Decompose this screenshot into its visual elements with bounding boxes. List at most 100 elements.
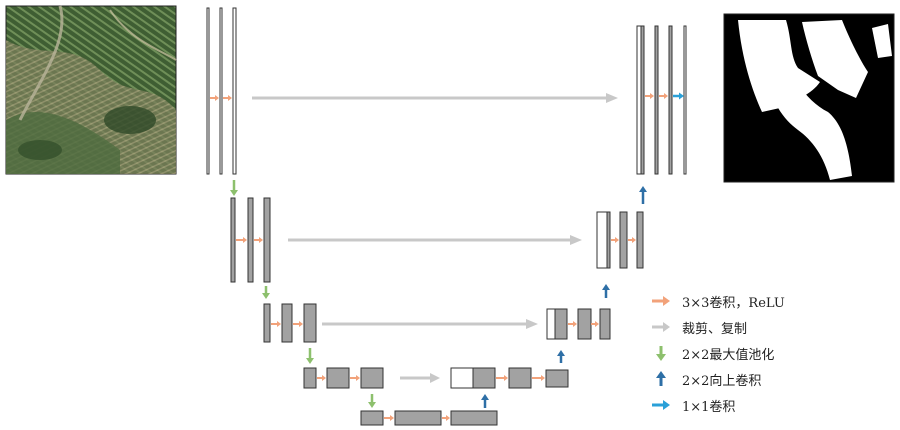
right-arrow-icon xyxy=(652,400,670,410)
enc3-conv-arrow-1-head xyxy=(277,321,281,327)
pool-arrow-1-head xyxy=(230,190,238,196)
enc1-conv-arrow-1 xyxy=(210,95,219,101)
enc4-conv-arrow-2 xyxy=(350,375,360,381)
up-arrow-1 xyxy=(639,186,647,204)
dec2-block-3 xyxy=(636,211,644,269)
legend-label: 2×2向上卷积 xyxy=(682,373,762,389)
up-arrow-1-head xyxy=(639,186,647,192)
dec3-conv-arrow-2-head xyxy=(595,321,599,327)
enc4-conv-arrow-2-head xyxy=(356,375,360,381)
bottleneck-conv-arrow-1-head xyxy=(390,415,394,421)
dec1-conv-arrow-1 xyxy=(645,93,654,99)
dec4-block-1b xyxy=(472,367,496,389)
copy-arrow-level4-head xyxy=(430,373,440,383)
pool-arrow-2-head xyxy=(262,293,270,299)
dec1-conv-arrow-1-head xyxy=(650,93,654,99)
final-conv-arrow xyxy=(673,92,684,100)
bottleneck-conv-arrow-2 xyxy=(442,415,450,421)
copy-arrow-level3 xyxy=(322,319,538,329)
dec2-block-1b xyxy=(606,211,611,269)
dec2-block-2 xyxy=(619,211,628,269)
enc4-block-1 xyxy=(303,367,317,389)
dec3-conv-arrow-1-head xyxy=(573,321,577,327)
legend-label: 2×2最大值池化 xyxy=(682,347,775,363)
output-mask xyxy=(723,13,895,183)
enc4-block-3 xyxy=(360,367,384,389)
enc3-conv-arrow-1 xyxy=(271,321,281,327)
input-image xyxy=(5,5,177,175)
enc3-block-1 xyxy=(263,303,271,343)
dec1-block-2 xyxy=(654,25,659,175)
pool-arrow-1 xyxy=(230,180,238,196)
bottleneck-block-2 xyxy=(394,410,442,426)
dec3-conv-arrow-2 xyxy=(591,321,599,327)
dec4-conv-arrow-1-head xyxy=(504,375,508,381)
enc3-block-3 xyxy=(303,303,317,343)
legend-item-up: 2×2向上卷积 xyxy=(650,370,762,389)
pool-arrow-4 xyxy=(368,394,376,408)
legend-item-pool: 2×2最大值池化 xyxy=(650,344,775,363)
copy-arrow-level1-head xyxy=(606,93,618,103)
dec3-conv-arrow-1 xyxy=(568,321,577,327)
dec2-conv-arrow-2-head xyxy=(632,237,636,243)
enc1-conv-arrow-1-head xyxy=(215,95,219,101)
dec1-block-1a xyxy=(636,25,642,175)
copy-arrow-level1 xyxy=(252,93,618,103)
dec1-conv-arrow-2-head xyxy=(664,93,668,99)
enc2-conv-arrow-2 xyxy=(254,237,263,243)
copy-arrow-level2-head xyxy=(570,235,582,245)
pool-arrow-3 xyxy=(306,348,314,364)
dec1-block-1b xyxy=(640,25,645,175)
bottleneck-conv-arrow-2-head xyxy=(446,415,450,421)
enc3-conv-arrow-2-head xyxy=(299,321,303,327)
pool-arrow-2 xyxy=(262,286,270,299)
enc3-conv-arrow-2 xyxy=(293,321,303,327)
enc2-block-2 xyxy=(247,197,254,283)
up-arrow-icon xyxy=(656,371,666,386)
copy-arrow-level3-head xyxy=(526,319,538,329)
dec4-block-3 xyxy=(545,369,569,388)
enc1-block-3 xyxy=(232,7,237,175)
up-arrow-2-head xyxy=(602,284,610,290)
enc2-conv-arrow-1 xyxy=(236,237,247,243)
dec1-conv-arrow-2 xyxy=(659,93,668,99)
dec4-conv-arrow-1 xyxy=(496,375,508,381)
dec3-block-1b xyxy=(554,308,568,340)
legend-label: 1×1卷积 xyxy=(682,399,736,415)
dec4-block-2 xyxy=(508,367,532,389)
bottleneck-conv-arrow-1 xyxy=(384,415,394,421)
dec2-conv-arrow-1 xyxy=(611,237,619,243)
enc1-conv-arrow-2-head xyxy=(228,95,232,101)
bottleneck-block-3 xyxy=(450,410,498,426)
enc4-block-2 xyxy=(326,367,350,389)
dec4-conv-arrow-2 xyxy=(532,375,545,381)
enc1-block-2 xyxy=(219,7,223,175)
legend-item-final: 1×1卷积 xyxy=(650,396,736,415)
dec4-block-1a xyxy=(450,367,474,389)
dec2-conv-arrow-1-head xyxy=(615,237,619,243)
up-arrow-3 xyxy=(557,350,565,363)
up-arrow-4-head xyxy=(481,394,489,400)
legend-item-copy: 裁剪、复制 xyxy=(650,318,747,337)
dec2-conv-arrow-2 xyxy=(628,237,636,243)
down-arrow-icon xyxy=(656,346,666,361)
pool-arrow-4-head xyxy=(368,402,376,408)
copy-arrow-level2 xyxy=(288,235,582,245)
dec1-block-4 xyxy=(683,25,687,175)
enc2-conv-arrow-2-head xyxy=(259,237,263,243)
network-arrows xyxy=(210,92,684,421)
enc3-block-2 xyxy=(281,303,293,343)
dec3-block-1a xyxy=(546,308,556,340)
dec3-block-3 xyxy=(599,308,611,340)
enc1-conv-arrow-2 xyxy=(223,95,232,101)
right-arrow-icon xyxy=(652,322,670,332)
up-arrow-4 xyxy=(481,394,489,408)
network-blocks xyxy=(206,7,687,426)
legend-item-conv: 3×3卷积，ReLU xyxy=(650,292,785,311)
enc2-block-3 xyxy=(263,197,271,283)
up-arrow-3-head xyxy=(557,350,565,356)
legend-label: 3×3卷积，ReLU xyxy=(682,295,785,311)
enc4-conv-arrow-1-head xyxy=(322,375,326,381)
enc2-conv-arrow-1-head xyxy=(243,237,247,243)
